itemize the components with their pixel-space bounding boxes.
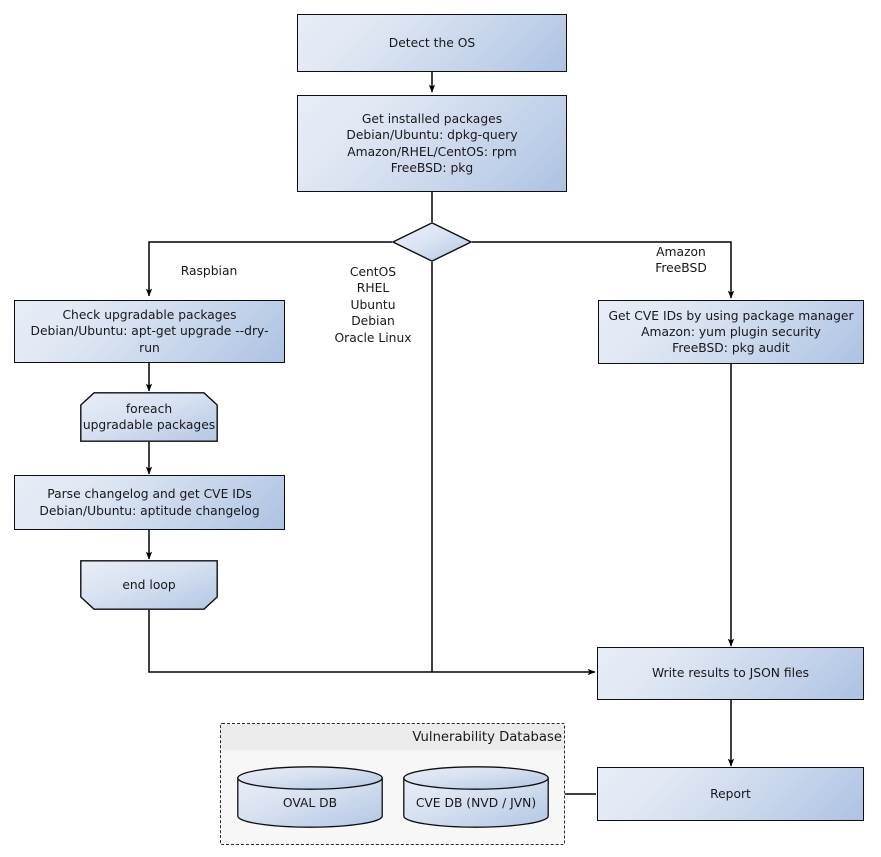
node-decision-label [392,222,472,262]
edge-label-center: CentOS RHEL Ubuntu Debian Oracle Linux [334,265,412,345]
db-cve-label: CVE DB (NVD / JVN) [415,796,537,810]
node-detect-os[interactable]: Detect the OS [297,14,567,72]
loop-end-shape [80,560,218,610]
group-title-label: Vulnerability Database [412,729,562,745]
loop-start-shape [80,392,218,442]
node-write-results-label: Write results to JSON files [651,666,810,681]
group-vulnerability-database: Vulnerability Database OVAL DB [220,723,565,845]
node-foreach-loop-label: foreach upgradable packages [82,401,216,432]
node-get-cve-ids-pkgmgr-label: Get CVE IDs by using package manager Ama… [608,308,854,356]
node-parse-changelog-label: Parse changelog and get CVE IDs Debian/U… [39,487,260,518]
node-get-installed-packages-label: Get installed packages Debian/Ubuntu: dp… [346,112,518,175]
node-check-upgradable-label: Check upgradable packages Debian/Ubuntu:… [30,308,269,355]
edge-endloop-to-write [148,610,596,676]
group-title-bar: Vulnerability Database [221,724,564,750]
node-write-results[interactable]: Write results to JSON files [597,647,864,700]
node-detect-os-label: Detect the OS [388,35,476,50]
edge-label-raspbian: Raspbian [180,264,238,278]
node-get-installed-packages[interactable]: Get installed packages Debian/Ubuntu: dp… [297,95,567,192]
database-cylinder-icon [403,766,549,828]
db-oval-label: OVAL DB [282,796,338,810]
node-report[interactable]: Report [597,767,864,821]
db-oval[interactable]: OVAL DB [237,766,383,828]
database-cylinder-icon [237,766,383,828]
node-foreach-loop[interactable]: foreach upgradable packages [80,392,218,442]
node-check-upgradable[interactable]: Check upgradable packages Debian/Ubuntu:… [14,300,285,363]
node-report-label: Report [710,786,751,801]
db-cve[interactable]: CVE DB (NVD / JVN) [403,766,549,828]
node-end-loop[interactable]: end loop [80,560,218,610]
node-parse-changelog[interactable]: Parse changelog and get CVE IDs Debian/U… [14,475,285,530]
node-get-cve-ids-pkgmgr[interactable]: Get CVE IDs by using package manager Ama… [598,300,864,364]
edge-label-amazon-freebsd: Amazon FreeBSD [655,245,707,276]
node-decision[interactable] [391,222,473,262]
node-end-loop-label: end loop [122,577,176,592]
decision-diamond-shape [391,222,473,262]
